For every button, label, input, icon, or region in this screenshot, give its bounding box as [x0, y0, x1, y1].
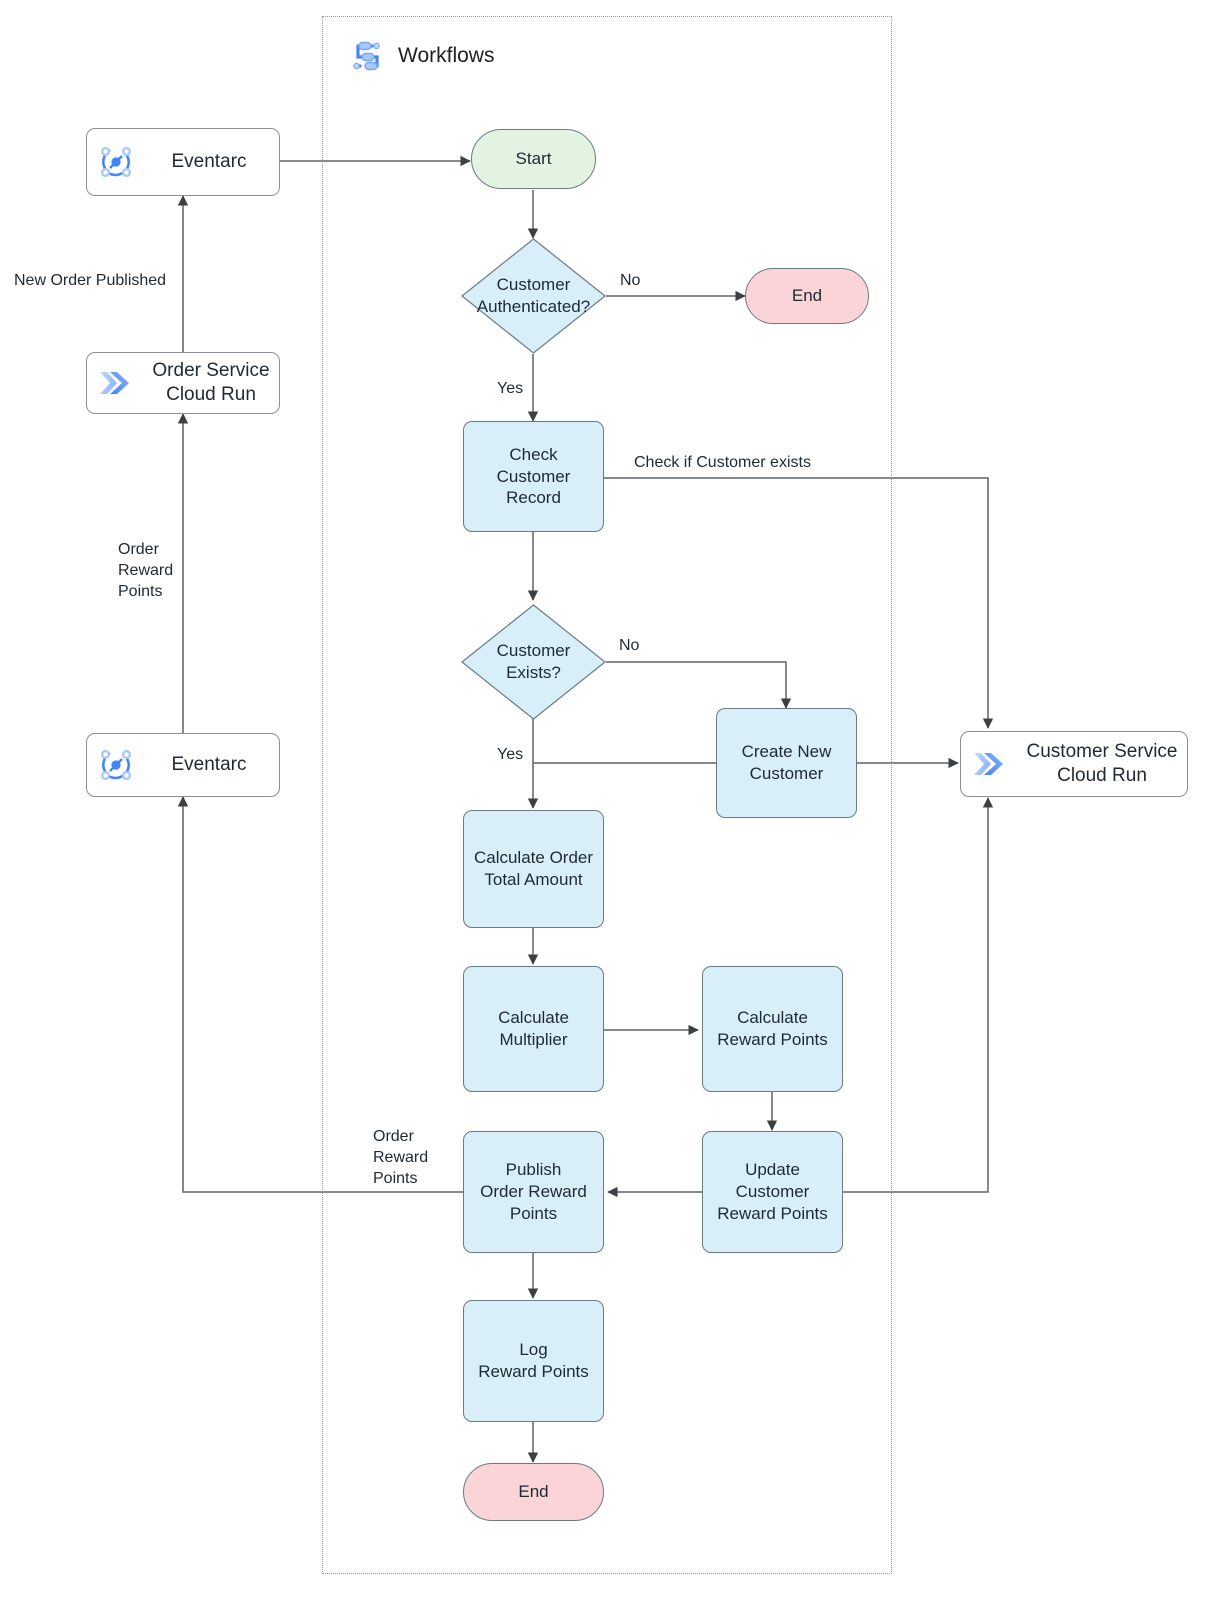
cloud-run-icon — [974, 753, 1003, 775]
node-customer-exists-label: Customer Exists? — [496, 641, 571, 682]
eventarc-icon — [100, 749, 132, 781]
edge-label-new-order-published: New Order Published — [14, 272, 167, 289]
node-create-new-customer[interactable]: Create New Customer — [716, 708, 857, 818]
node-eventarc-top[interactable]: Eventarc — [86, 128, 280, 196]
cloud-run-icon — [100, 372, 129, 394]
node-order-service-label: Order Service Cloud Run — [152, 359, 270, 405]
node-update-customer-reward-points[interactable]: Update Customer Reward Points — [702, 1131, 843, 1253]
eventarc-icon — [100, 146, 132, 178]
workflows-group-label: Workflows — [398, 44, 495, 67]
node-calculate-multiplier-label: Calculate Multiplier — [498, 1008, 569, 1049]
node-eventarc-bottom[interactable]: Eventarc — [86, 733, 280, 797]
node-calculate-reward-points-label: Calculate Reward Points — [717, 1008, 828, 1049]
node-calculate-order-total-label: Calculate Order Total Amount — [473, 848, 594, 889]
edge-label-exists-no: No — [619, 637, 640, 654]
node-check-customer-record[interactable]: Check Customer Record — [463, 421, 604, 532]
workflows-group-title: Workflows — [348, 36, 494, 76]
node-calculate-multiplier[interactable]: Calculate Multiplier — [463, 966, 604, 1092]
decision-shape — [461, 604, 606, 720]
node-update-customer-reward-points-label: Update Customer Reward Points — [717, 1160, 828, 1223]
edge-label-check-if-customer-exists: Check if Customer exists — [634, 454, 811, 471]
node-end-auth-fail-label: End — [791, 286, 823, 306]
workflows-group-container — [322, 16, 892, 1574]
node-customer-authenticated-label: Customer Authenticated? — [476, 275, 591, 316]
node-customer-service-cloud-run[interactable]: Customer Service Cloud Run — [960, 731, 1188, 797]
edge-label-auth-yes: Yes — [497, 380, 524, 397]
node-end-final[interactable]: End — [463, 1463, 604, 1521]
node-calculate-order-total[interactable]: Calculate Order Total Amount — [463, 810, 604, 928]
edge-label-order-reward-points-left: Order Reward Points — [118, 541, 174, 601]
node-log-reward-points[interactable]: Log Reward Points — [463, 1300, 604, 1422]
node-start-label: Start — [515, 149, 552, 169]
node-end-auth-fail[interactable]: End — [745, 268, 869, 324]
node-eventarc-bottom-label: Eventarc — [171, 753, 247, 775]
workflows-icon — [353, 41, 380, 71]
node-calculate-reward-points[interactable]: Calculate Reward Points — [702, 966, 843, 1092]
node-publish-order-reward-points-label: Publish Order Reward Points — [480, 1160, 587, 1223]
node-customer-service-label: Customer Service Cloud Run — [1026, 740, 1178, 786]
node-start[interactable]: Start — [471, 129, 596, 189]
node-customer-authenticated[interactable]: Customer Authenticated? — [461, 238, 606, 354]
edge-label-exists-yes: Yes — [497, 746, 524, 763]
node-publish-order-reward-points[interactable]: Publish Order Reward Points — [463, 1131, 604, 1253]
node-log-reward-points-label: Log Reward Points — [478, 1340, 589, 1381]
node-create-new-customer-label: Create New Customer — [741, 742, 832, 783]
node-eventarc-top-label: Eventarc — [171, 150, 247, 172]
edge-label-auth-no: No — [620, 272, 641, 289]
node-end-final-label: End — [518, 1482, 549, 1502]
decision-shape — [461, 238, 606, 354]
node-check-customer-record-label: Check Customer Record — [496, 444, 571, 508]
node-order-service-cloud-run[interactable]: Order Service Cloud Run — [86, 352, 280, 414]
node-customer-exists[interactable]: Customer Exists? — [461, 604, 606, 720]
edge-label-order-reward-points-bottom: Order Reward Points — [373, 1128, 429, 1188]
